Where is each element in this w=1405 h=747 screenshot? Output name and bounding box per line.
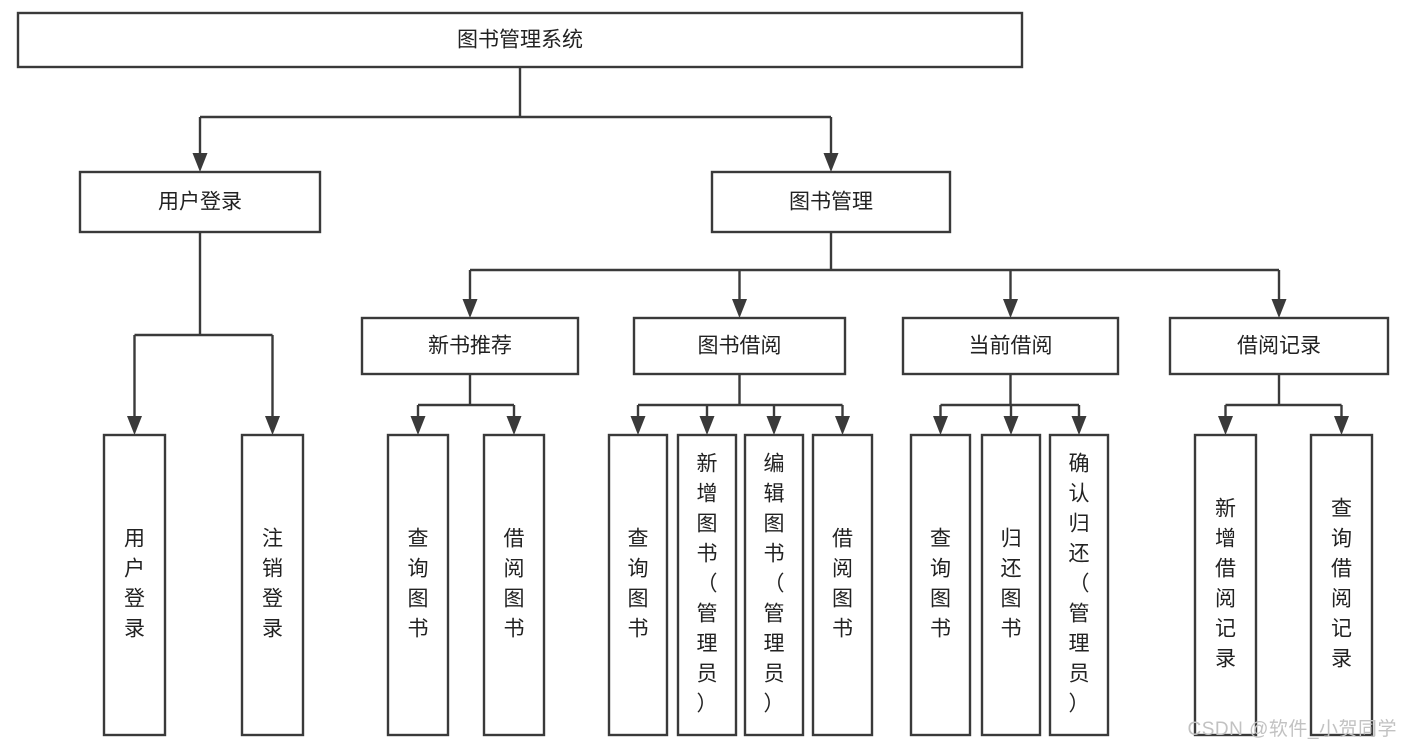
connector-conn-records-to-leaves [1218,374,1349,435]
node-box-leaf-query-book-borrow [607,433,669,737]
arrow-head-icon [192,153,208,172]
node-label-leaf-query-book-current: 查询图书 [930,528,951,641]
arrow-head-icon [766,416,782,435]
node-box-new-book-recommend [360,316,580,376]
arrow-head-icon [732,299,747,318]
node-label-new-book-recommend: 新书推荐 [428,335,512,358]
connector-conn-recommend-to-leaves [410,374,522,435]
arrow-head-icon [1218,416,1233,435]
arrow-head-icon [1003,299,1018,318]
arrow-head-icon [933,416,948,435]
connector-conn-root-to-level2 [192,67,839,172]
node-leaf-query-book-recommend[interactable]: 查询图书 [386,433,450,737]
connector-conn-userlogin-to-leaves [127,232,280,435]
arrow-head-icon [835,416,850,435]
node-box-leaf-borrow-book [811,433,874,737]
node-leaf-edit-book-admin[interactable]: 编辑图书（管理员） [743,433,805,737]
node-new-book-recommend[interactable]: 新书推荐 [360,316,580,376]
node-label-leaf-borrow-book: 借阅图书 [832,528,853,641]
node-box-borrow-records [1168,316,1390,376]
node-layer: 图书管理系统用户登录图书管理新书推荐图书借阅当前借阅借阅记录用户登录注销登录查询… [16,11,1390,737]
node-label-leaf-add-borrow-record: 新增借阅记录 [1215,498,1236,671]
node-label-borrow-records: 借阅记录 [1237,335,1321,358]
node-box-leaf-query-book-recommend [386,433,450,737]
arrow-head-icon [410,416,426,435]
node-book-borrow[interactable]: 图书借阅 [632,316,847,376]
node-box-root [16,11,1024,69]
node-borrow-records[interactable]: 借阅记录 [1168,316,1390,376]
arrow-head-icon [699,416,715,435]
node-label-leaf-user-login: 用户登录 [124,528,145,641]
arrow-head-icon [1271,299,1287,318]
node-box-leaf-logout [240,433,305,737]
node-leaf-logout[interactable]: 注销登录 [240,433,305,737]
node-box-leaf-confirm-return-admin [1048,433,1110,737]
node-box-leaf-return-book [980,433,1042,737]
node-label-leaf-query-borrow-record: 查询借阅记录 [1331,498,1352,671]
node-label-current-borrow: 当前借阅 [969,335,1053,358]
node-box-book-borrow [632,316,847,376]
node-leaf-add-book-admin[interactable]: 新增图书（管理员） [676,433,738,737]
node-user-login[interactable]: 用户登录 [78,170,322,234]
arrow-head-icon [1003,416,1019,435]
arrow-head-icon [506,416,522,435]
node-box-leaf-borrow-book-recommend [482,433,546,737]
node-box-user-login [78,170,322,234]
node-leaf-borrow-book-recommend[interactable]: 借阅图书 [482,433,546,737]
node-box-leaf-edit-book-admin [743,433,805,737]
node-leaf-query-borrow-record[interactable]: 查询借阅记录 [1309,433,1374,737]
arrow-head-icon [462,299,478,318]
node-label-leaf-query-book-recommend: 查询图书 [408,528,429,641]
node-leaf-return-book[interactable]: 归还图书 [980,433,1042,737]
arrow-head-icon [1334,416,1349,435]
node-label-leaf-query-book-borrow: 查询图书 [628,528,649,641]
arrow-head-icon [127,416,142,435]
arrow-head-icon [1071,416,1087,435]
node-box-current-borrow [901,316,1120,376]
node-label-leaf-return-book: 归还图书 [1001,528,1022,641]
node-box-leaf-add-borrow-record [1193,433,1258,737]
node-label-leaf-edit-book-admin: 编辑图书（管理员） [764,453,785,716]
node-box-leaf-add-book-admin [676,433,738,737]
node-leaf-borrow-book[interactable]: 借阅图书 [811,433,874,737]
connector-conn-current-to-leaves [933,374,1087,435]
node-label-root: 图书管理系统 [457,29,583,52]
node-leaf-add-borrow-record[interactable]: 新增借阅记录 [1193,433,1258,737]
arrow-head-icon [823,153,839,172]
node-root[interactable]: 图书管理系统 [16,11,1024,69]
node-label-user-login: 用户登录 [158,191,242,214]
connector-layer [127,67,1349,435]
node-leaf-user-login[interactable]: 用户登录 [102,433,167,737]
node-leaf-confirm-return-admin[interactable]: 确认归还（管理员） [1048,433,1110,737]
node-box-leaf-query-book-current [909,433,972,737]
node-label-leaf-add-book-admin: 新增图书（管理员） [697,453,718,716]
node-leaf-query-book-current[interactable]: 查询图书 [909,433,972,737]
node-box-leaf-user-login [102,433,167,737]
node-leaf-query-book-borrow[interactable]: 查询图书 [607,433,669,737]
connector-conn-borrow-to-leaves [630,374,850,435]
node-label-leaf-confirm-return-admin: 确认归还（管理员） [1069,453,1090,716]
arrow-head-icon [265,416,280,435]
node-book-management[interactable]: 图书管理 [710,170,952,234]
arrow-head-icon [630,416,646,435]
node-label-book-borrow: 图书借阅 [698,335,782,358]
node-box-book-management [710,170,952,234]
connector-conn-bookmgmt-to-level3 [462,232,1287,318]
node-current-borrow[interactable]: 当前借阅 [901,316,1120,376]
node-label-book-management: 图书管理 [789,191,873,214]
node-box-leaf-query-borrow-record [1309,433,1374,737]
node-label-leaf-borrow-book-recommend: 借阅图书 [504,528,525,641]
node-label-leaf-logout: 注销登录 [262,528,283,641]
